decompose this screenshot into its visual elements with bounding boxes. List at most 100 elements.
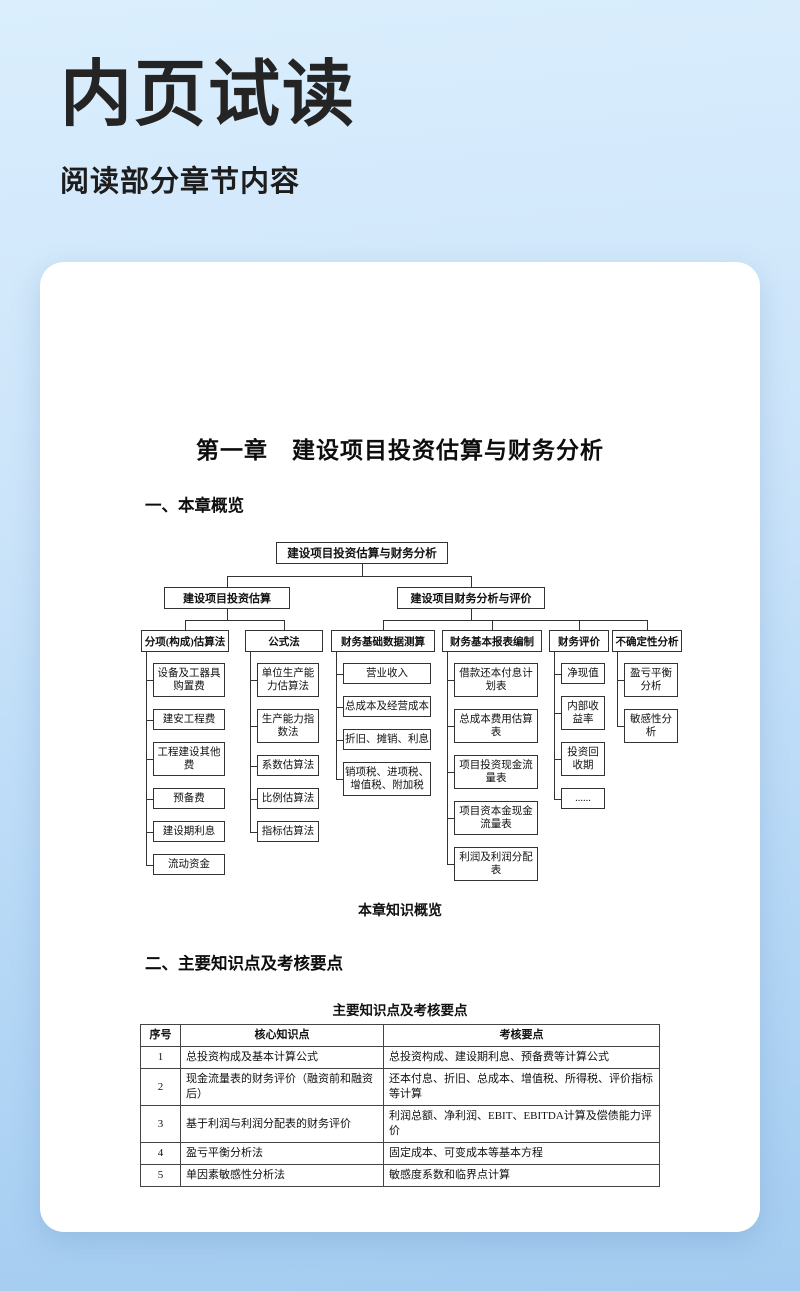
- book-page: 第一章 建设项目投资估算与财务分析 一、本章概览 建设项目投资估算与财务分析建设…: [40, 262, 760, 1232]
- banner: 内页试读 阅读部分章节内容: [0, 0, 800, 199]
- diagram-group-node: 财务评价: [549, 630, 609, 652]
- connector-line: [336, 673, 343, 675]
- table-header-cell: 考核要点: [383, 1024, 660, 1047]
- diagram-column: 财务基础数据测算营业收入总成本及经营成本折旧、摊销、利息销项税、进项税、增值税、…: [331, 630, 435, 796]
- diagram-leaf-node: 项目投资现金流量表: [454, 755, 538, 789]
- connector-line: [146, 759, 153, 760]
- connector-line: [146, 652, 147, 865]
- connector-line: [250, 652, 251, 832]
- connector-line: [554, 759, 561, 760]
- connector-line: [146, 864, 153, 866]
- knowledge-point-cell: 现金流量表的财务评价（融资前和融资后）: [180, 1068, 384, 1106]
- connector-line: [554, 798, 561, 800]
- diagram-leaf-node: 设备及工器具购置费: [153, 663, 225, 697]
- diagram-leaf-node: 单位生产能力估算法: [257, 663, 319, 697]
- connector-line: [227, 575, 228, 587]
- row-number-cell: 5: [140, 1164, 181, 1187]
- connector-line: [554, 652, 555, 799]
- connector-line: [227, 575, 471, 577]
- connector-line: [383, 619, 647, 621]
- diagram-leaf-node: 生产能力指数法: [257, 709, 319, 743]
- connector-line: [146, 680, 153, 681]
- connector-line: [250, 680, 257, 681]
- assessment-point-cell: 固定成本、可变成本等基本方程: [383, 1142, 660, 1165]
- table-title: 主要知识点及考核要点: [332, 1003, 468, 1018]
- connector-line: [471, 609, 472, 620]
- connector-line: [647, 619, 648, 630]
- connector-line: [336, 779, 343, 780]
- connector-line: [617, 680, 624, 681]
- connector-line: [250, 798, 257, 800]
- chapter-title: 第一章 建设项目投资估算与财务分析: [196, 437, 604, 463]
- diagram-leaf-node: 借款还本付息计划表: [454, 663, 538, 697]
- assessment-point-cell: 利润总额、净利润、EBIT、EBITDA计算及偿债能力评价: [383, 1105, 660, 1143]
- diagram-leaf-node: 比例估算法: [257, 788, 319, 809]
- table-header-cell: 核心知识点: [180, 1024, 384, 1047]
- diagram-column: 财务评价净现值内部收益率投资回收期......: [549, 630, 609, 809]
- knowledge-point-cell: 盈亏平衡分析法: [180, 1142, 384, 1165]
- diagram-group-node: 财务基本报表编制: [442, 630, 542, 652]
- knowledge-point-cell: 总投资构成及基本计算公式: [180, 1046, 384, 1069]
- connector-line: [185, 619, 284, 621]
- section-heading-overview: 一、本章概览: [145, 497, 244, 515]
- connector-line: [227, 609, 228, 620]
- diagram-branch-node: 建设项目投资估算: [164, 587, 290, 609]
- connector-line: [250, 726, 257, 727]
- diagram-group-node: 公式法: [245, 630, 323, 652]
- knowledge-diagram: 建设项目投资估算与财务分析建设项目投资估算分项(构成)估算法设备及工器具购置费建…: [40, 542, 760, 887]
- diagram-leaf-node: 系数估算法: [257, 755, 319, 776]
- knowledge-point-cell: 单因素敏感性分析法: [180, 1164, 384, 1187]
- connector-line: [146, 798, 153, 800]
- connector-line: [284, 619, 285, 630]
- diagram-column-children: 借款还本付息计划表总成本费用估算表项目投资现金流量表项目资本金现金流量表利润及利…: [454, 663, 538, 881]
- diagram-leaf-node: 总成本及经营成本: [343, 696, 431, 717]
- banner-subtitle: 阅读部分章节内容: [60, 166, 301, 198]
- diagram-leaf-node: 项目资本金现金流量表: [454, 801, 538, 835]
- banner-title: 内页试读: [60, 55, 357, 135]
- diagram-leaf-node: 预备费: [153, 788, 225, 809]
- diagram-leaf-node: 投资回收期: [561, 742, 605, 776]
- diagram-column-children: 盈亏平衡分析敏感性分析: [624, 663, 678, 743]
- connector-line: [554, 713, 561, 714]
- diagram-leaf-node: ......: [561, 788, 605, 809]
- assessment-point-cell: 还本付息、折旧、总成本、增值税、所得税、评价指标等计算: [383, 1068, 660, 1106]
- diagram-group-node: 分项(构成)估算法: [141, 630, 229, 652]
- diagram-leaf-node: 总成本费用估算表: [454, 709, 538, 743]
- connector-line: [362, 564, 363, 576]
- preview-card: 第一章 建设项目投资估算与财务分析 一、本章概览 建设项目投资估算与财务分析建设…: [40, 262, 760, 1232]
- connector-line: [146, 719, 153, 721]
- connector-line: [185, 619, 186, 630]
- diagram-column: 分项(构成)估算法设备及工器具购置费建安工程费工程建设其他费预备费建设期利息流动…: [141, 630, 229, 875]
- diagram-root-node: 建设项目投资估算与财务分析: [276, 542, 448, 564]
- section-heading-knowledge-points: 二、主要知识点及考核要点: [145, 955, 343, 973]
- diagram-leaf-node: 销项税、进项税、增值税、附加税: [343, 762, 431, 796]
- diagram-column: 不确定性分析盈亏平衡分析敏感性分析: [612, 630, 682, 743]
- assessment-point-cell: 敏感度系数和临界点计算: [383, 1164, 660, 1187]
- connector-line: [471, 575, 472, 587]
- diagram-column-children: 营业收入总成本及经营成本折旧、摊销、利息销项税、进项税、增值税、附加税: [343, 663, 431, 796]
- diagram-branch-node: 建设项目财务分析与评价: [397, 587, 545, 609]
- diagram-column: 财务基本报表编制借款还本付息计划表总成本费用估算表项目投资现金流量表项目资本金现…: [442, 630, 542, 881]
- connector-line: [447, 772, 454, 773]
- diagram-leaf-node: 流动资金: [153, 854, 225, 875]
- connector-line: [336, 739, 343, 741]
- diagram-caption: 本章知识概览: [358, 904, 442, 919]
- diagram-column: 公式法单位生产能力估算法生产能力指数法系数估算法比例估算法指标估算法: [245, 630, 323, 842]
- diagram-leaf-node: 盈亏平衡分析: [624, 663, 678, 697]
- diagram-leaf-node: 建设期利息: [153, 821, 225, 842]
- connector-line: [250, 765, 257, 767]
- row-number-cell: 2: [140, 1068, 181, 1106]
- diagram-column-children: 设备及工器具购置费建安工程费工程建设其他费预备费建设期利息流动资金: [153, 663, 225, 875]
- row-number-cell: 4: [140, 1142, 181, 1165]
- connector-line: [447, 818, 454, 819]
- connector-line: [336, 652, 337, 779]
- table-header-cell: 序号: [140, 1024, 181, 1047]
- connector-line: [383, 619, 384, 630]
- diagram-column-children: 单位生产能力估算法生产能力指数法系数估算法比例估算法指标估算法: [257, 663, 319, 842]
- diagram-leaf-node: 工程建设其他费: [153, 742, 225, 776]
- diagram-leaf-node: 折旧、摊销、利息: [343, 729, 431, 750]
